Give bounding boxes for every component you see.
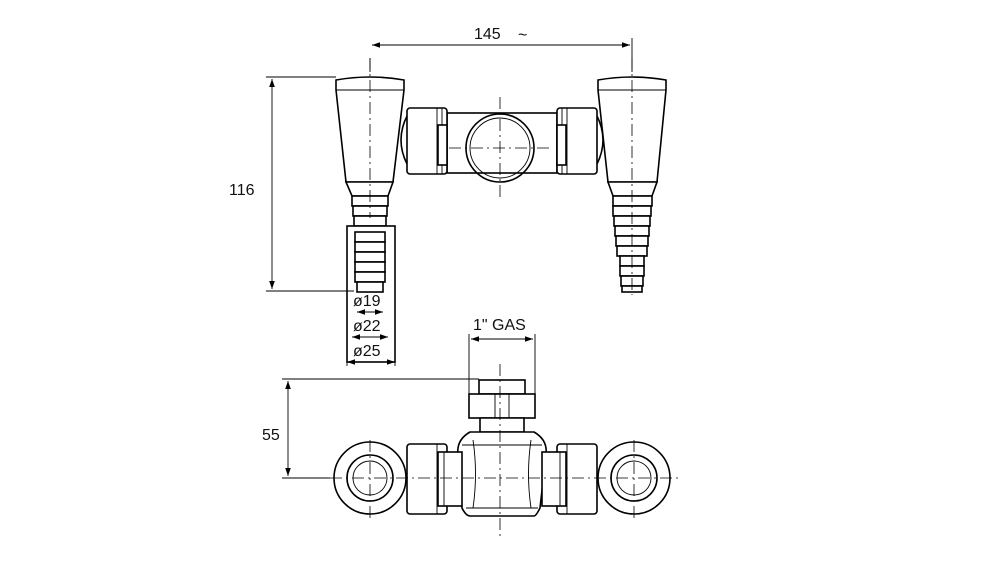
central-body [446, 112, 558, 183]
top-view: 145 ~ 116 ø19 ø22 ø25 [229, 26, 667, 366]
dimension-label-55: 55 [262, 427, 280, 444]
dimension-height-top: 116 [229, 76, 354, 292]
dimension-label-thread: 1" GAS [473, 317, 526, 334]
dimension-label-145: 145 [474, 26, 501, 43]
dimension-label-116: 116 [229, 182, 255, 199]
right-nut [556, 107, 604, 175]
central-top-nut [468, 379, 536, 433]
dimension-width: 145 ~ [369, 26, 633, 72]
central-body-front [456, 431, 548, 517]
diameter-label-25: ø25 [353, 343, 381, 360]
right-hose-tail [612, 195, 653, 293]
front-view: 1" GAS 55 [262, 317, 678, 540]
front-left-nut [406, 443, 463, 515]
diameter-dimensions: ø19 ø22 ø25 [346, 293, 396, 366]
diameter-label-22: ø22 [353, 318, 381, 335]
front-right-nut [541, 443, 598, 515]
approx-symbol: ~ [518, 27, 527, 44]
dimension-height-bottom: 55 [262, 378, 479, 479]
left-nut [400, 107, 448, 175]
dimension-thread: 1" GAS [468, 317, 536, 394]
diameter-label-19: ø19 [353, 293, 381, 310]
